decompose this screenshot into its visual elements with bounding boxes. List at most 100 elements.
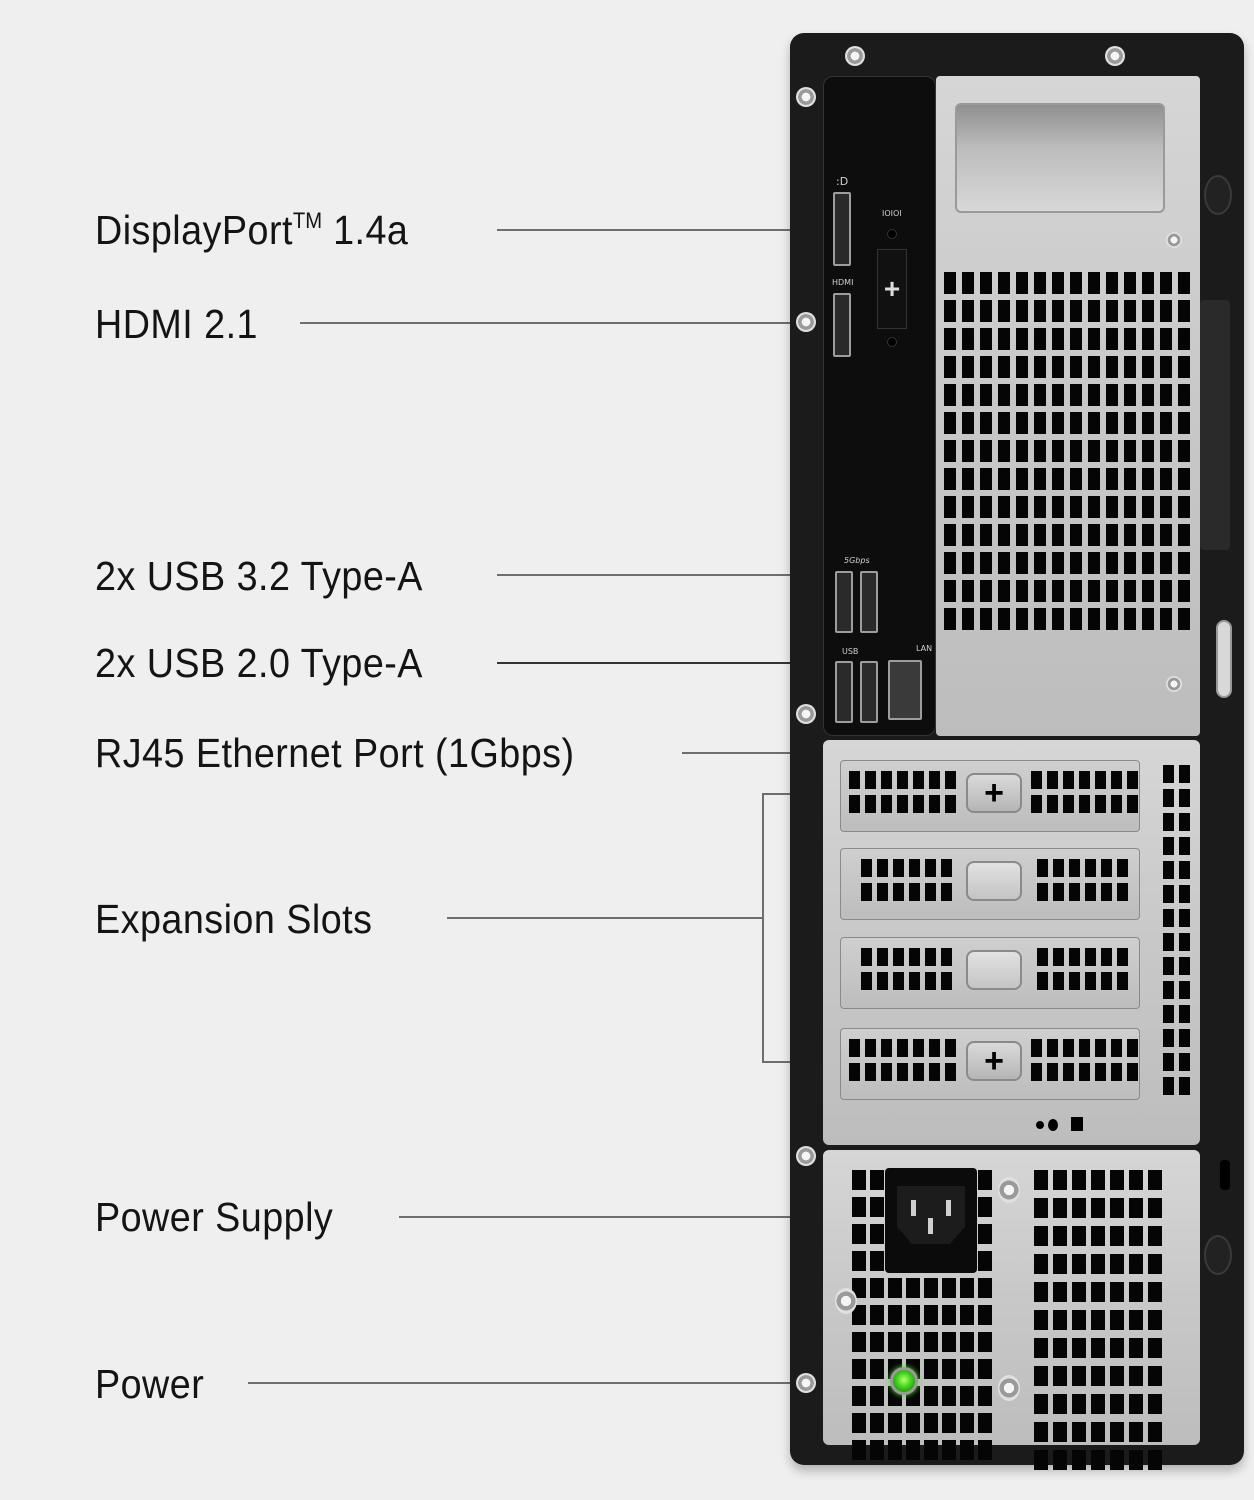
leader-line-displayport (497, 229, 837, 231)
vent-hole (1124, 272, 1136, 294)
vent-hole (1072, 1282, 1086, 1302)
vent-hole (998, 496, 1010, 518)
vent-hole (1178, 608, 1190, 630)
usb20-port-1[interactable] (835, 661, 853, 723)
vent-hole (1148, 1394, 1162, 1414)
vent-hole (1101, 859, 1112, 877)
vent-hole (1124, 552, 1136, 574)
vent-hole (1053, 1170, 1067, 1190)
vent-hole (1129, 1282, 1143, 1302)
vent-hole (1142, 356, 1154, 378)
vent-hole (1124, 496, 1136, 518)
rj45-ethernet-port[interactable] (888, 660, 922, 720)
vent-hole (1037, 859, 1048, 877)
vent-hole (865, 771, 876, 789)
vent-hole (852, 1332, 866, 1352)
vent-hole (1111, 1039, 1122, 1057)
vent-hole (1063, 795, 1074, 813)
expansion-slot-3[interactable] (840, 937, 1140, 1009)
vent-hole (1088, 468, 1100, 490)
vent-hole (1070, 440, 1082, 462)
security-lock-slot[interactable] (1220, 1160, 1230, 1190)
vent-hole (909, 948, 920, 966)
vent-hole (893, 948, 904, 966)
vent-hole (852, 1359, 866, 1379)
vent-hole (962, 440, 974, 462)
vent-hole (909, 859, 920, 877)
vent-hole (962, 552, 974, 574)
callout-power-supply: Power Supply (95, 1194, 334, 1240)
vent-hole (978, 1305, 992, 1325)
padlock-loop[interactable] (1216, 620, 1232, 698)
expansion-slot-2[interactable] (840, 848, 1140, 920)
vent-hole (849, 795, 860, 813)
vent-hole (1160, 272, 1172, 294)
vent-hole (1053, 1450, 1067, 1470)
expansion-slot-1[interactable]: + (840, 760, 1140, 832)
vent-hole (1160, 412, 1172, 434)
vent-hole (1052, 328, 1064, 350)
mount-hole (1048, 1119, 1058, 1131)
slot-cover-tab: + (966, 1041, 1022, 1081)
vent-hole (1129, 1254, 1143, 1274)
usb32-port-2[interactable] (860, 571, 878, 633)
vent-hole (1129, 1310, 1143, 1330)
vent-hole (1053, 1310, 1067, 1330)
vent-hole (1129, 1366, 1143, 1386)
carry-handle (955, 103, 1165, 213)
vent-hole (1088, 496, 1100, 518)
vent-hole (1016, 580, 1028, 602)
vent-hole (1095, 795, 1106, 813)
expansion-slot-4[interactable]: + (840, 1028, 1140, 1100)
vent-hole (870, 1386, 884, 1406)
vent-hole (1016, 468, 1028, 490)
vent-hole (1106, 524, 1118, 546)
vent-hole (941, 972, 952, 990)
vent-hole (1110, 1338, 1124, 1358)
vent-hole (1070, 468, 1082, 490)
ac-power-inlet[interactable] (885, 1168, 977, 1273)
vent-hole (944, 412, 956, 434)
vent-hole (1111, 795, 1122, 813)
vent-hole (1091, 1394, 1105, 1414)
vent-hole (1178, 580, 1190, 602)
usb32-port-1[interactable] (835, 571, 853, 633)
usb20-marking: USB (842, 647, 859, 656)
psu-screw-icon (998, 1177, 1020, 1203)
vent-hole (1148, 1450, 1162, 1470)
callout-usb32: 2x USB 3.2 Type-A (95, 553, 423, 599)
serial-screw-hole (887, 337, 897, 347)
displayport-port[interactable] (833, 192, 851, 266)
vent-hole (1179, 765, 1190, 783)
power-led-indicator (890, 1367, 918, 1395)
slot-vent (849, 771, 956, 813)
vent-hole (998, 300, 1010, 322)
vent-hole (998, 524, 1010, 546)
socket-pin (928, 1218, 933, 1234)
vent-hole (1101, 972, 1112, 990)
vent-hole (1106, 608, 1118, 630)
vent-hole (998, 440, 1010, 462)
vent-hole (1047, 1039, 1058, 1057)
vent-hole (1091, 1198, 1105, 1218)
vent-hole (1053, 859, 1064, 877)
vent-hole (1088, 412, 1100, 434)
vent-hole (1178, 552, 1190, 574)
vent-hole (962, 384, 974, 406)
vent-hole (1163, 1077, 1174, 1095)
usb20-port-2[interactable] (860, 661, 878, 723)
vent-hole (1034, 328, 1046, 350)
vent-hole (1069, 883, 1080, 901)
vent-hole (1142, 524, 1154, 546)
vent-hole (1091, 1282, 1105, 1302)
vent-hole (1070, 496, 1082, 518)
leader-line-hdmi (300, 322, 837, 324)
hdmi-port[interactable] (833, 293, 851, 357)
vent-hole (1053, 1422, 1067, 1442)
vent-hole (1160, 384, 1172, 406)
vent-hole (1037, 972, 1048, 990)
serial-marking: IOIOI (882, 209, 902, 218)
vent-hole (1034, 412, 1046, 434)
vent-hole (944, 272, 956, 294)
vent-hole (1034, 524, 1046, 546)
